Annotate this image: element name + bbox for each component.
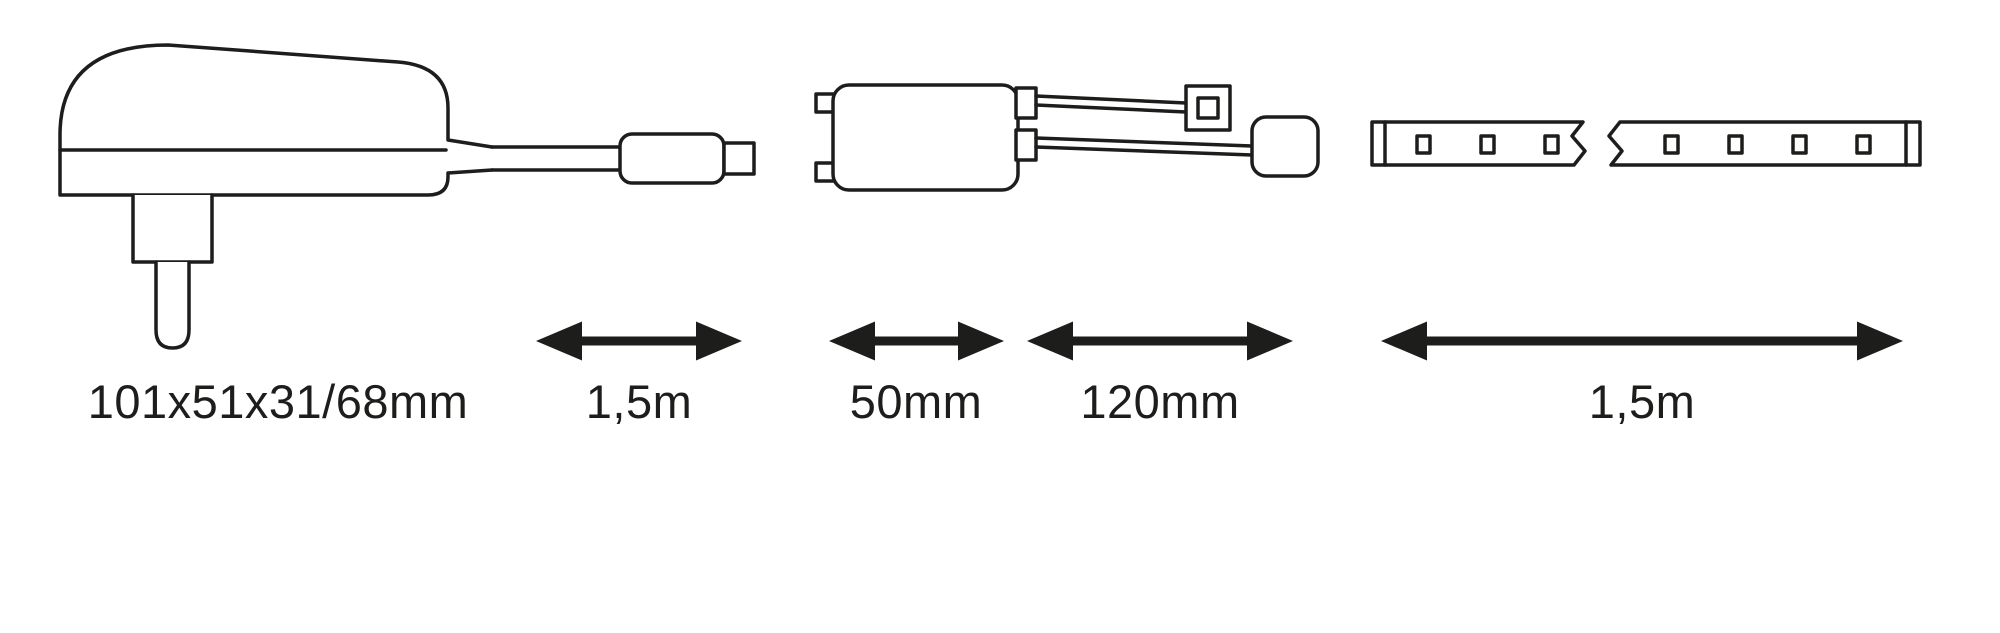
- power-adapter-drawing: [58, 43, 494, 350]
- dimension-arrow-connector-cable: [1027, 321, 1293, 361]
- power-cable-drawing: [490, 132, 756, 185]
- dimension-label-power-adapter: 101x51x31/68mm: [87, 375, 469, 428]
- dimension-label-led-strip: 1,5m: [1588, 375, 1696, 428]
- controller-drawing: [814, 83, 1038, 192]
- dimension-arrow-power-cable: [536, 321, 742, 361]
- connector-cable-drawing: [1034, 84, 1320, 178]
- dimension-label-power-cable: 1,5m: [585, 375, 693, 428]
- dimension-label-controller: 50mm: [849, 375, 983, 428]
- dimension-label-connector-cable: 120mm: [1080, 375, 1240, 428]
- dimension-arrow-controller: [829, 321, 1004, 361]
- led-strip-drawing: [1370, 120, 1922, 167]
- dimension-arrow-led-strip: [1381, 321, 1903, 361]
